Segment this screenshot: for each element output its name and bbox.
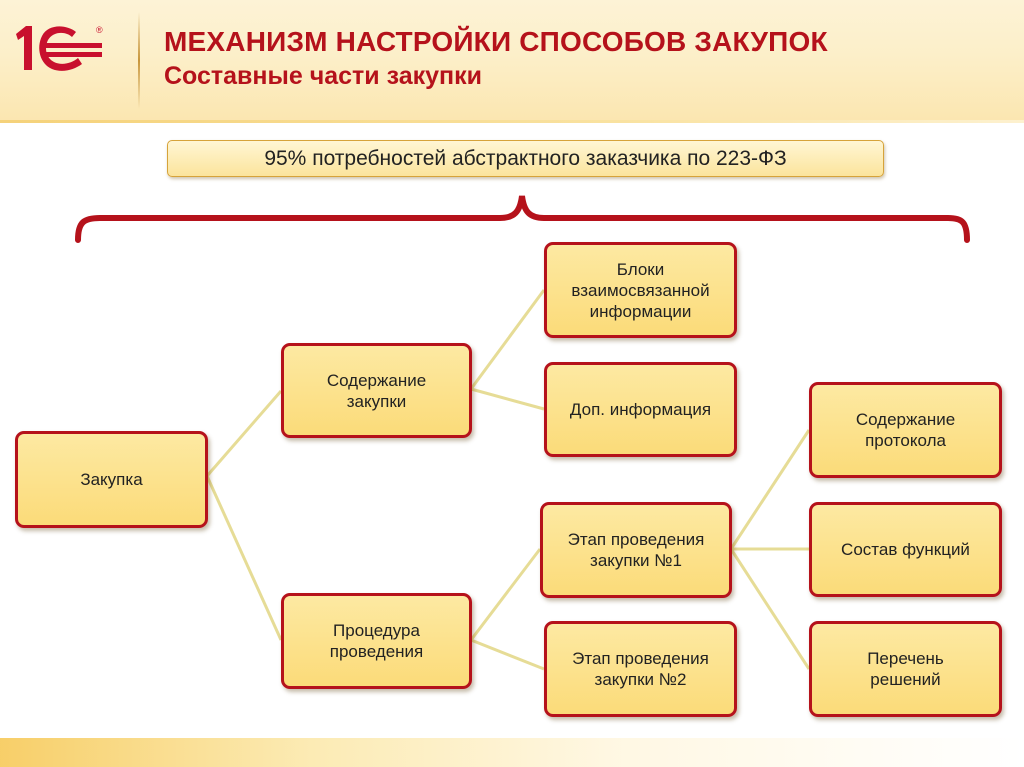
node-stage-1: Этап проведения закупки №1 bbox=[540, 502, 732, 598]
header-divider bbox=[0, 120, 1024, 123]
connector-root-procedure bbox=[205, 475, 283, 641]
node-additional-info: Доп. информация bbox=[544, 362, 737, 457]
node-info-blocks-label: Блоки взаимосвязанной информации bbox=[571, 259, 710, 321]
node-additional-info-label: Доп. информация bbox=[569, 400, 712, 419]
node-purchase-content: Содержание закупки bbox=[281, 343, 472, 438]
1c-logo: ® bbox=[16, 25, 103, 71]
connector-content-additional bbox=[470, 387, 545, 411]
connector-stage1-protocol bbox=[729, 429, 811, 550]
node-procedure-label: Процедура проведения bbox=[329, 621, 424, 661]
node-info-blocks: Блоки взаимосвязанной информации bbox=[544, 242, 737, 338]
page-title: МЕХАНИЗМ НАСТРОЙКИ СПОСОБОВ ЗАКУПОК bbox=[164, 26, 828, 57]
header-background bbox=[0, 0, 1024, 122]
connector-content-blocks bbox=[469, 289, 546, 390]
connector-procedure-stage1 bbox=[469, 548, 542, 641]
node-purchase-label: Закупка bbox=[80, 470, 143, 489]
node-functions: Состав функций bbox=[809, 502, 1002, 597]
logo-separator bbox=[138, 12, 140, 109]
footer-decoration bbox=[0, 738, 1024, 767]
connector-procedure-stage2 bbox=[470, 638, 545, 671]
node-procedure: Процедура проведения bbox=[281, 593, 472, 689]
connector-root-content bbox=[205, 390, 283, 477]
node-purchase-content-label: Содержание закупки bbox=[326, 370, 427, 411]
page-subtitle: Составные части закупки bbox=[164, 62, 482, 90]
connector-stage1-decisions bbox=[729, 548, 811, 670]
node-functions-label: Состав функций bbox=[841, 540, 970, 559]
node-purchase: Закупка bbox=[15, 431, 208, 528]
node-decisions: Перечень решений bbox=[809, 621, 1002, 717]
node-stage-2: Этап проведения закупки №2 bbox=[544, 621, 737, 717]
registered-icon: ® bbox=[96, 25, 103, 35]
node-stage-2-label: Этап проведения закупки №2 bbox=[572, 649, 709, 689]
node-protocol-content: Содержание протокола bbox=[809, 382, 1002, 478]
node-decisions-label: Перечень решений bbox=[867, 649, 944, 689]
banner-box: 95% потребностей абстрактного заказчика … bbox=[167, 140, 884, 177]
node-stage-1-label: Этап проведения закупки №1 bbox=[567, 530, 705, 570]
curly-brace bbox=[75, 195, 970, 243]
banner-text: 95% потребностей абстрактного заказчика … bbox=[264, 146, 787, 170]
node-protocol-content-label: Содержание протокола bbox=[855, 410, 956, 450]
